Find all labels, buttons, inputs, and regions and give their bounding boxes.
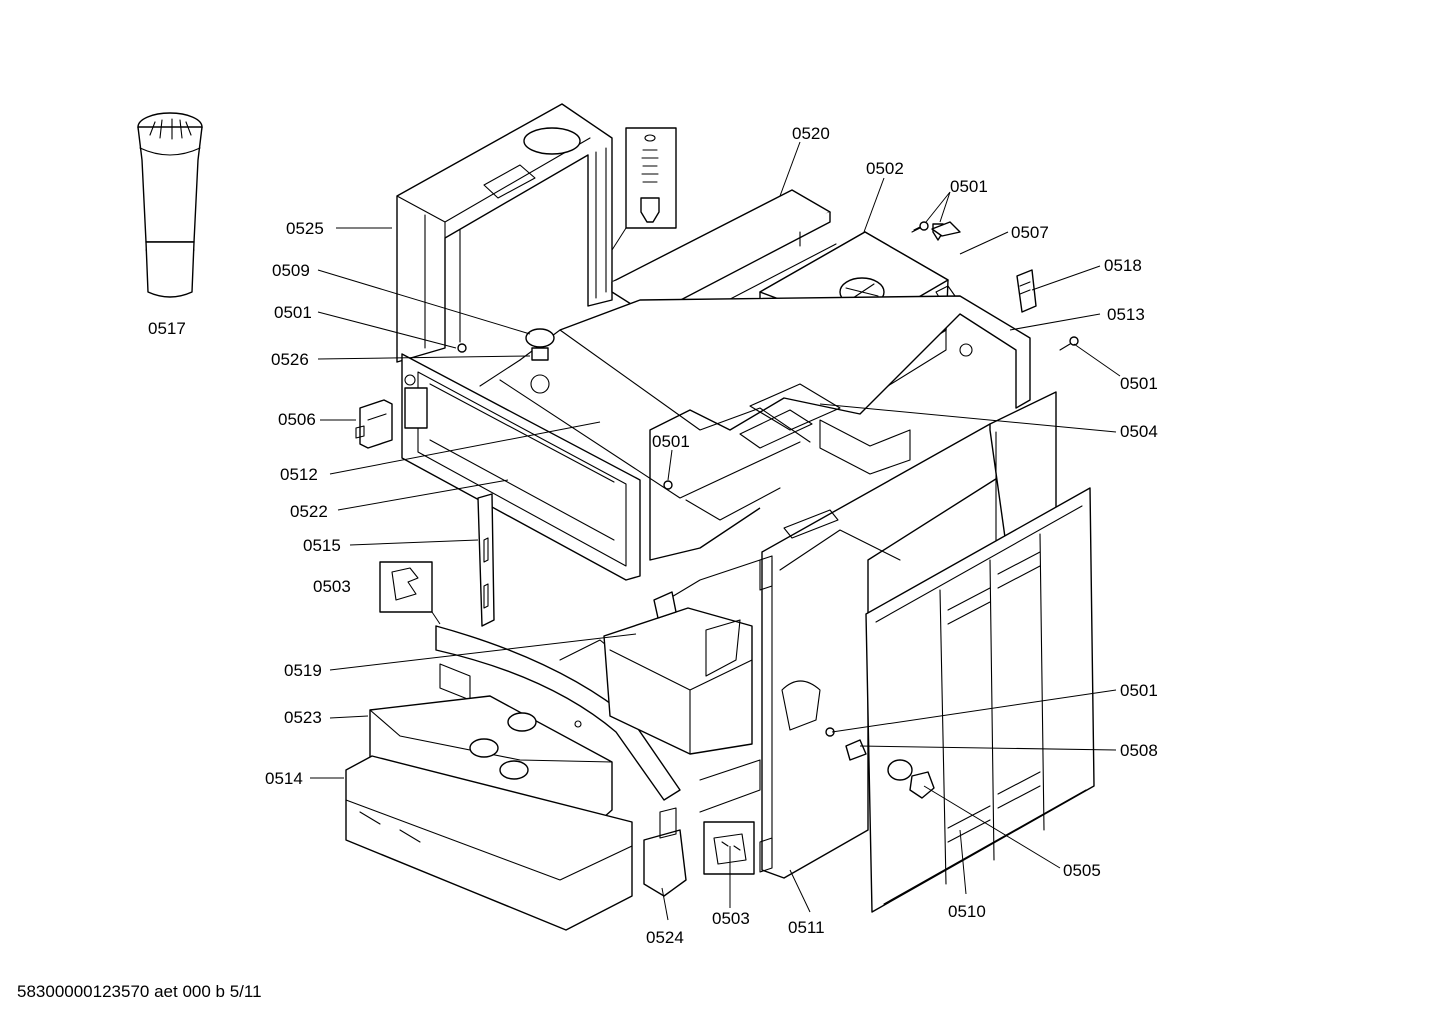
side-cover-0510: [865, 487, 1095, 913]
callout-0520: 0520: [792, 124, 830, 143]
callout-0508: 0508: [1120, 741, 1158, 760]
callout-0517: 0517: [148, 319, 186, 338]
callout-0522: 0522: [290, 502, 328, 521]
callout-0502: 0502: [866, 159, 904, 178]
callout-0503-a: 0503: [313, 577, 351, 596]
clip-box-0503-right: [703, 821, 755, 875]
water-filter-cartridge-0517: [137, 112, 203, 298]
callout-0510: 0510: [948, 902, 986, 921]
callout-0524: 0524: [646, 928, 684, 947]
callout-0501-e: 0501: [652, 432, 690, 451]
callout-0509: 0509: [272, 261, 310, 280]
callout-0501-a: 0501: [274, 303, 312, 322]
grounds-part-0524: [643, 807, 687, 897]
callout-0514: 0514: [265, 769, 303, 788]
callout-0523: 0523: [284, 708, 322, 727]
callout-0506: 0506: [278, 410, 316, 429]
rear-housing-0525: [396, 103, 613, 363]
document-code: 58300000123570 aet 000 b 5/11: [17, 982, 262, 1001]
callout-0526: 0526: [271, 350, 309, 369]
clip-box-0503-left: [379, 561, 441, 625]
callout-0505: 0505: [1063, 861, 1101, 880]
callout-labels: 0517 0525 0509 0501 0526 0506 0512 0522 …: [148, 124, 1158, 947]
callout-0525: 0525: [286, 219, 324, 238]
callout-0518: 0518: [1104, 256, 1142, 275]
front-panel-0512-0522: [401, 353, 641, 581]
callout-0512: 0512: [280, 465, 318, 484]
callout-0504: 0504: [1120, 422, 1158, 441]
callout-0503-b: 0503: [712, 909, 750, 928]
side-post-0515: [477, 493, 495, 627]
callout-0507: 0507: [1011, 223, 1049, 242]
valve-detail-box: [611, 127, 677, 251]
callout-0501-b: 0501: [1120, 681, 1158, 700]
switch-0506: [355, 399, 393, 449]
base-tray-0514: [345, 755, 633, 931]
cap-and-grommet-group: [457, 328, 673, 490]
drip-container: [603, 607, 761, 813]
knob-and-clips-group: [825, 727, 935, 799]
callout-0511: 0511: [788, 918, 825, 937]
callout-0501-d: 0501: [950, 177, 988, 196]
callout-0519: 0519: [284, 661, 322, 680]
cable: [653, 559, 761, 619]
callout-0513: 0513: [1107, 305, 1145, 324]
leader-lines: [310, 141, 1121, 921]
callout-0515: 0515: [303, 536, 341, 555]
screw-group-top-right: [911, 221, 1079, 351]
callout-0501-c: 0501: [1120, 374, 1158, 393]
